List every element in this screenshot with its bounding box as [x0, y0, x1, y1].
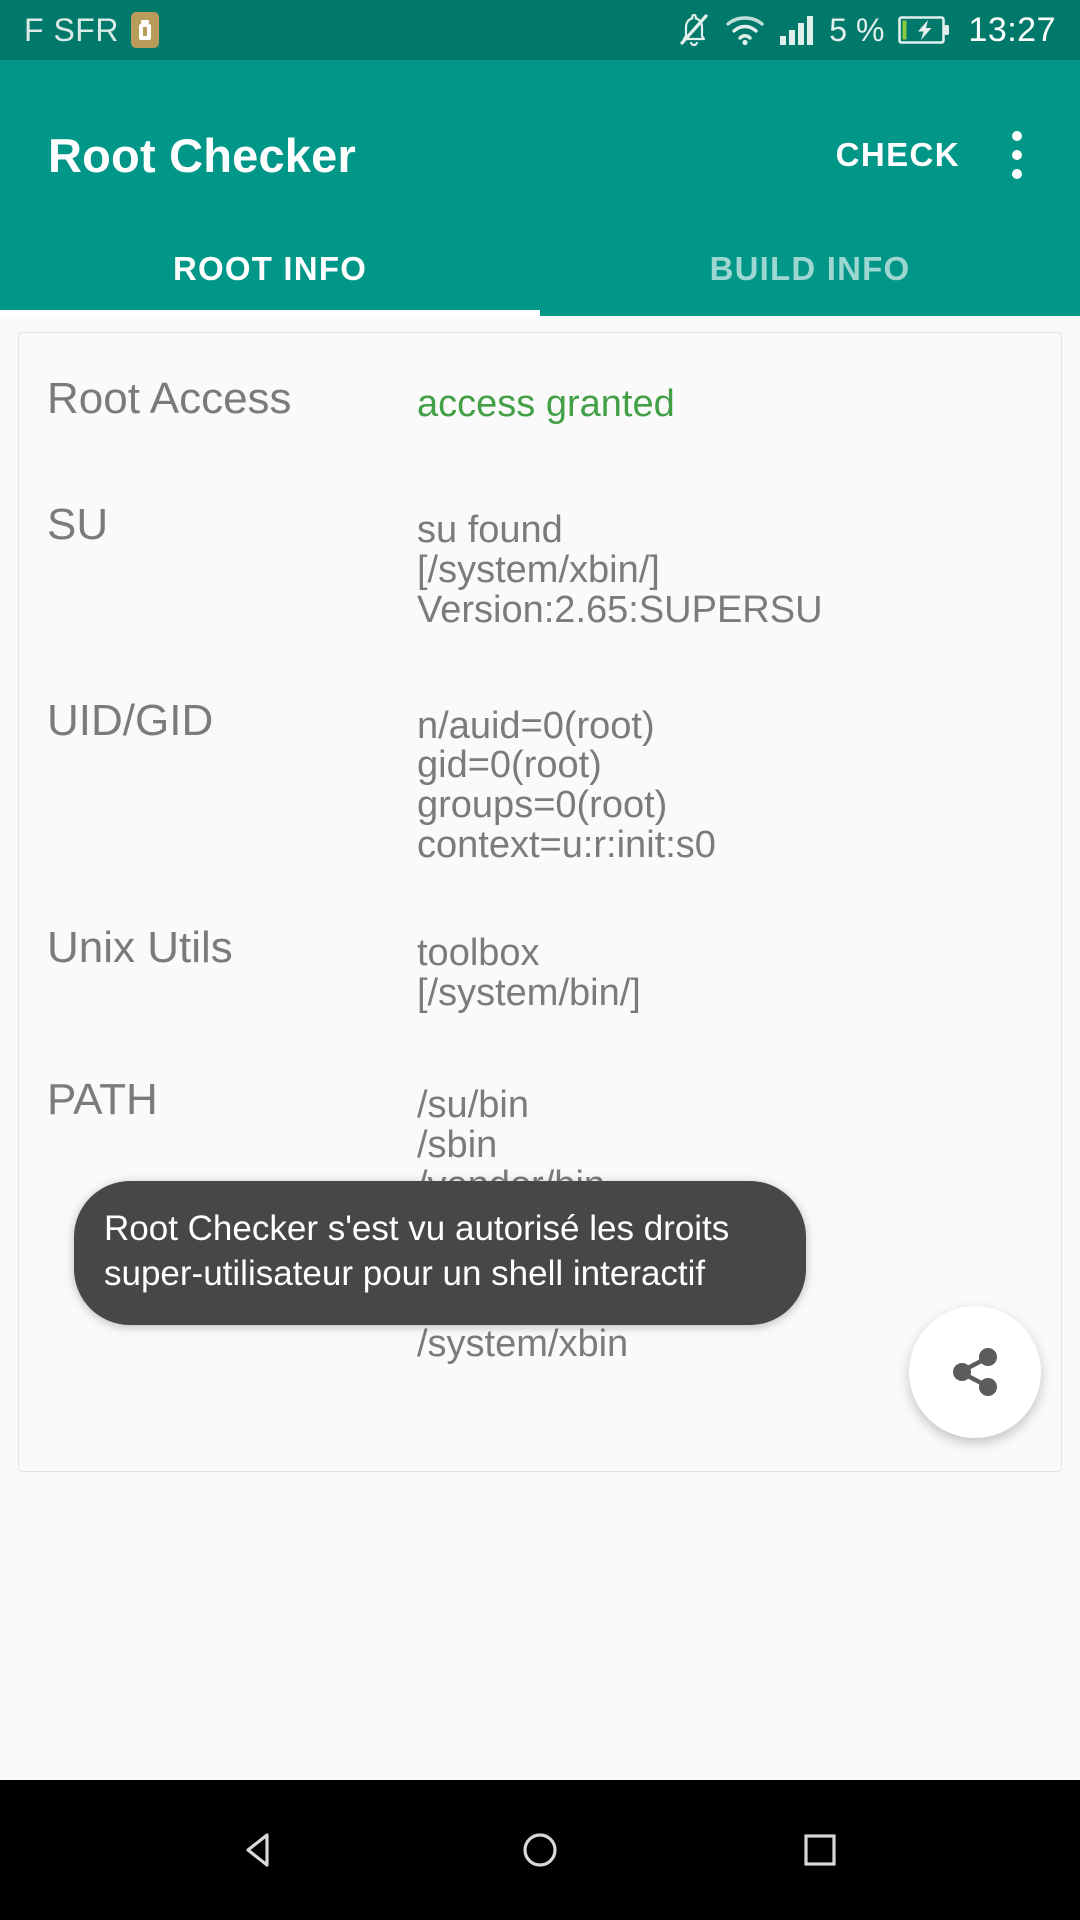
- app-title: Root Checker: [48, 128, 356, 182]
- carrier-label: F SFR: [24, 11, 119, 48]
- tab-root-info[interactable]: ROOT INFO: [0, 250, 540, 316]
- value-line: Version:2.65:SUPERSU: [417, 588, 823, 631]
- status-bar: F SFR: [0, 0, 1080, 60]
- cellular-signal-icon: [779, 14, 817, 46]
- status-bar-right: 5 % 13:27: [677, 11, 1056, 50]
- battery-charging-icon: [898, 14, 950, 46]
- app-bar-actions: CHECK: [830, 122, 1040, 188]
- overflow-menu-icon[interactable]: [1000, 122, 1040, 188]
- row-value-unix-utils: toolbox [/system/bin/]: [417, 922, 1035, 1014]
- status-bar-left: F SFR: [24, 12, 159, 49]
- row-gap: [19, 425, 1061, 499]
- share-fab-button[interactable]: [909, 1306, 1041, 1438]
- toast-message: Root Checker s'est vu autorisé les droit…: [74, 1181, 806, 1325]
- value-line: context=u:r:init:s0: [417, 824, 716, 867]
- table-row: Root Access access granted: [19, 373, 1061, 425]
- toast-line: super-utilisateur pour un shell interact…: [104, 1253, 706, 1293]
- row-label-uid-gid: UID/GID: [47, 695, 214, 745]
- recents-square-icon: [796, 1826, 844, 1874]
- row-label-unix-utils: Unix Utils: [47, 923, 233, 973]
- tab-root-info-label: ROOT INFO: [172, 250, 368, 287]
- value-line: [/system/xbin/]: [417, 548, 660, 591]
- tab-build-info[interactable]: BUILD INFO: [540, 250, 1080, 316]
- row-label-path: PATH: [47, 1074, 158, 1124]
- row-value-su: su found [/system/xbin/] Version:2.65:SU…: [417, 499, 1035, 631]
- home-circle-icon: [516, 1826, 564, 1874]
- row-gap: [19, 631, 1061, 695]
- home-button[interactable]: [480, 1790, 600, 1910]
- app-bar: Root Checker CHECK: [0, 60, 1080, 250]
- value-line: n/auid=0(root): [417, 704, 655, 747]
- row-label-root-access: Root Access: [47, 374, 292, 423]
- table-row: UID/GID n/auid=0(root) gid=0(root) group…: [19, 695, 1061, 867]
- value-line: gid=0(root): [417, 744, 602, 787]
- overflow-dot: [1012, 169, 1022, 179]
- tab-build-info-label: BUILD INFO: [709, 250, 911, 287]
- table-row: Unix Utils toolbox [/system/bin/]: [19, 922, 1061, 1014]
- row-label-su: SU: [47, 499, 109, 549]
- tab-bar: ROOT INFO BUILD INFO: [0, 250, 1080, 316]
- value-line: /su/bin: [417, 1083, 529, 1126]
- ringer-muted-icon: [677, 12, 711, 48]
- value-line: /sbin: [417, 1123, 498, 1166]
- overflow-dot: [1012, 150, 1022, 160]
- row-value-root-access: access granted: [417, 373, 1035, 425]
- back-triangle-icon: [236, 1826, 284, 1874]
- value-line: /system/xbin: [417, 1323, 629, 1366]
- toast-line: Root Checker s'est vu autorisé les droit…: [104, 1209, 730, 1248]
- overflow-dot: [1012, 131, 1022, 141]
- value-line: [/system/bin/]: [417, 972, 641, 1015]
- row-gap: [19, 1014, 1061, 1074]
- wifi-icon: [725, 14, 765, 46]
- check-button[interactable]: CHECK: [835, 136, 960, 173]
- status-clock: 13:27: [968, 10, 1056, 49]
- value-line: groups=0(root): [417, 784, 668, 827]
- back-button[interactable]: [200, 1790, 320, 1910]
- table-row: SU su found [/system/xbin/] Version:2.65…: [19, 499, 1061, 631]
- system-navigation-bar: [0, 1780, 1080, 1920]
- recents-button[interactable]: [760, 1790, 880, 1910]
- sim-card-icon: [130, 12, 159, 48]
- row-gap: [19, 866, 1061, 922]
- value-line: toolbox: [417, 932, 540, 975]
- share-icon: [944, 1341, 1006, 1403]
- battery-percent-label: 5 %: [829, 11, 885, 48]
- row-value-uid-gid: n/auid=0(root) gid=0(root) groups=0(root…: [417, 695, 1035, 867]
- value-line: access granted: [417, 383, 675, 425]
- tab-active-indicator: [0, 310, 540, 316]
- value-line: su found: [417, 508, 563, 551]
